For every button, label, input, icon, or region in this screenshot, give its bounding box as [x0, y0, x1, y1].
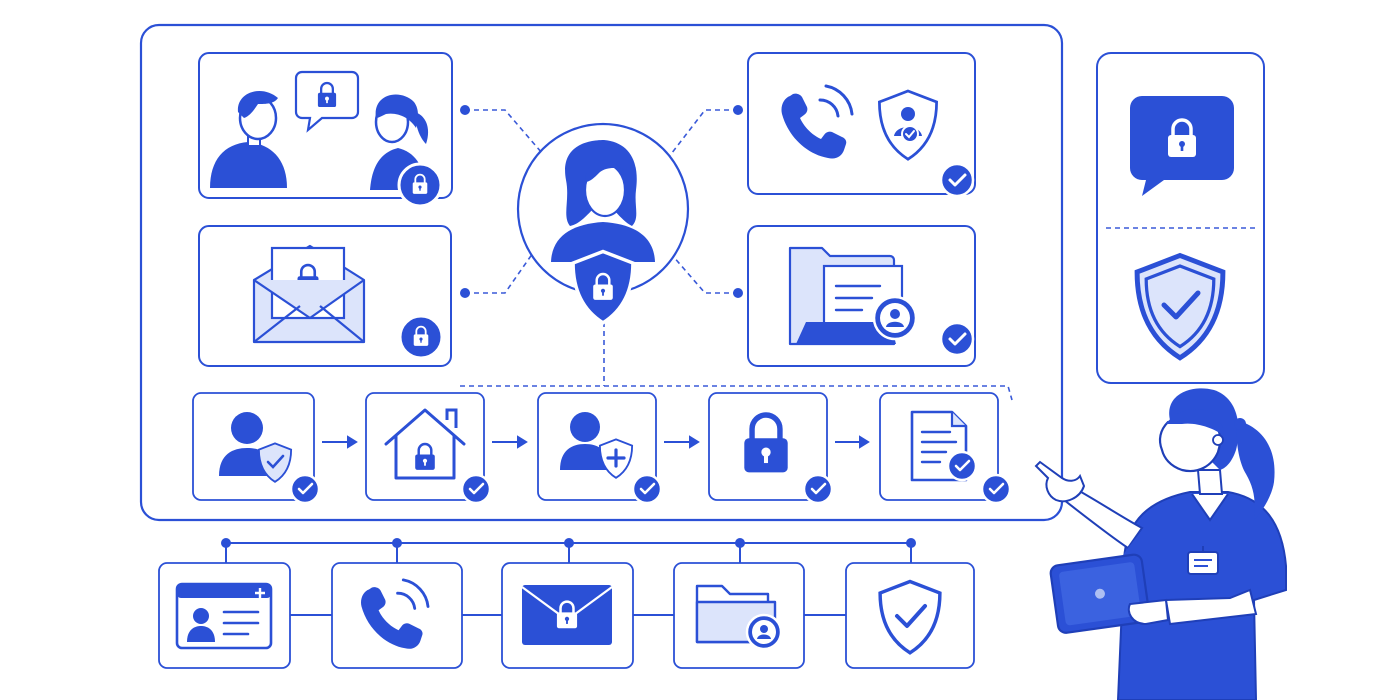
- check-badge-icon: [939, 162, 975, 198]
- user-shield-icon: [219, 412, 275, 476]
- hub-connectors: [460, 109, 1013, 401]
- flow-step-medical-user: [560, 412, 663, 505]
- side-panel: [1096, 52, 1265, 384]
- bottom-phone: [361, 578, 430, 649]
- bottom-email: [521, 585, 613, 645]
- medical-id-card-icon: [175, 582, 273, 650]
- document-check-icon: [910, 410, 978, 482]
- flow-step-user-shield: [219, 412, 321, 505]
- folder-document-icon: [788, 246, 904, 346]
- conversation-card: [198, 52, 453, 206]
- nurse-with-tablet: [1034, 388, 1287, 700]
- patient-icon: [551, 140, 655, 262]
- shield-check-icon: [1137, 256, 1223, 358]
- patient-hub: [516, 122, 690, 325]
- shield-check-icon: [878, 579, 942, 655]
- chat-lock-icon: [1130, 96, 1234, 196]
- check-badge-icon: [289, 473, 321, 505]
- phone-icon: [361, 578, 430, 649]
- secure-phone-card: [747, 52, 976, 198]
- user-badge-icon: [872, 295, 918, 341]
- lock-badge-icon: [400, 316, 442, 358]
- bottom-id-card: [175, 582, 273, 650]
- lock-badge-icon: [399, 164, 441, 206]
- secure-folder-card: [747, 225, 976, 367]
- shield-user-icon: [878, 89, 938, 161]
- secure-email-card: [198, 225, 452, 367]
- check-badge-icon: [802, 473, 834, 505]
- flow-step-home: [384, 408, 492, 505]
- check-badge-icon: [460, 473, 492, 505]
- check-badge-icon: [980, 473, 1012, 505]
- man-icon: [210, 90, 287, 188]
- envelope-lock-icon: [252, 244, 366, 344]
- nurse-icon: [1034, 388, 1287, 700]
- check-badge-icon: [631, 473, 663, 505]
- user-medical-shield-icon: [560, 412, 634, 479]
- bottom-row: [158, 538, 975, 669]
- home-lock-icon: [384, 408, 466, 480]
- flow-step-document: [910, 410, 1012, 505]
- bottom-shield: [878, 579, 942, 655]
- envelope-lock-icon: [521, 585, 613, 645]
- phone-icon: [781, 84, 854, 159]
- folder-user-icon: [695, 584, 783, 651]
- flow-steps: [192, 392, 1012, 505]
- bottom-folder: [695, 584, 783, 651]
- check-badge-icon: [939, 321, 975, 357]
- speech-lock-icon: [294, 70, 360, 133]
